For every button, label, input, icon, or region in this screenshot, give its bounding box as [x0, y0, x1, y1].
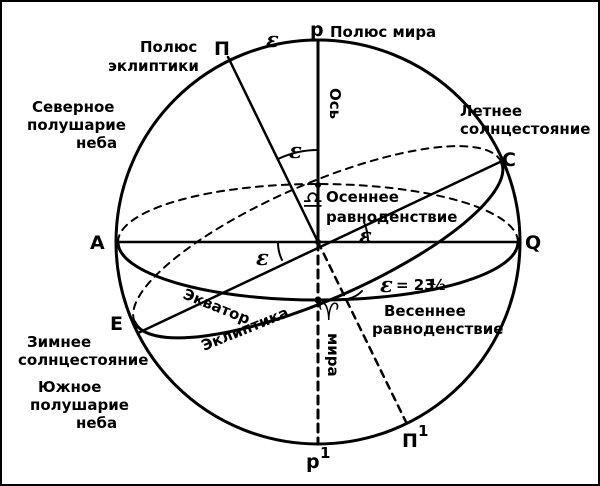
tilt-half: ½	[430, 276, 446, 294]
winter-solstice-label-1: Зимнее	[27, 333, 91, 351]
angle-arc-poles	[277, 148, 319, 160]
epsilon-center: ε	[256, 245, 269, 270]
autumn-equinox-point	[315, 182, 321, 188]
epsilon-top: ε	[266, 27, 279, 52]
label-c: C	[502, 149, 516, 171]
north-hemisphere-label-1: Северное	[32, 98, 114, 116]
summer-solstice-label-1: Летнее	[460, 102, 522, 120]
pole-ecliptic-label-1: Полюс	[140, 38, 197, 56]
winter-solstice-label-2: солнцестояние	[18, 351, 148, 369]
label-e: E	[110, 313, 123, 335]
summer-solstice-label-2: солнцестояние	[460, 120, 590, 138]
label-p: р	[310, 19, 324, 41]
south-hemisphere-label-2: полушарие	[30, 396, 129, 414]
axis-label: Ось	[326, 88, 344, 119]
libra-icon: ♎	[302, 186, 324, 214]
angle-arc-equinox	[363, 221, 370, 243]
center-point	[315, 239, 321, 245]
pole-world-label: Полюс мира	[330, 23, 436, 41]
label-pi: П	[214, 38, 230, 60]
axis-world-label: мира	[324, 333, 342, 377]
label-p1-sup: 1	[320, 444, 330, 462]
epsilon-equinox: ε	[359, 223, 372, 248]
ecliptic-front	[133, 160, 505, 340]
south-hemisphere-label-3: неба	[76, 414, 117, 432]
label-a: А	[90, 232, 105, 254]
ecliptic-axis-lower	[316, 240, 408, 424]
angle-arc-node	[347, 290, 363, 300]
north-hemisphere-label-2: полушарие	[27, 116, 126, 134]
spring-equinox-label-2: равноденствие	[372, 320, 503, 338]
autumn-equinox-label-1: Осеннее	[326, 188, 399, 206]
label-q: Q	[525, 232, 541, 254]
south-hemisphere-label-1: Южное	[38, 378, 101, 396]
epsilon-poles: ε	[289, 138, 302, 163]
label-pi1: П	[402, 430, 418, 452]
aries-icon: ♈	[318, 298, 340, 326]
spring-equinox-label-1: Весеннее	[384, 302, 466, 320]
label-p1: р	[306, 451, 320, 473]
tilt-value: = 23	[396, 276, 435, 294]
north-hemisphere-label-3: неба	[76, 134, 117, 152]
pole-ecliptic-label-2: эклиптики	[108, 57, 199, 75]
angle-arc-center	[276, 241, 283, 261]
spring-equinox-point	[314, 296, 322, 304]
label-pi1-sup: 1	[418, 422, 428, 440]
epsilon-node: ε	[380, 272, 393, 297]
ecliptic-axis-upper	[226, 55, 320, 244]
autumn-equinox-label-2: равноденствие	[326, 208, 457, 226]
